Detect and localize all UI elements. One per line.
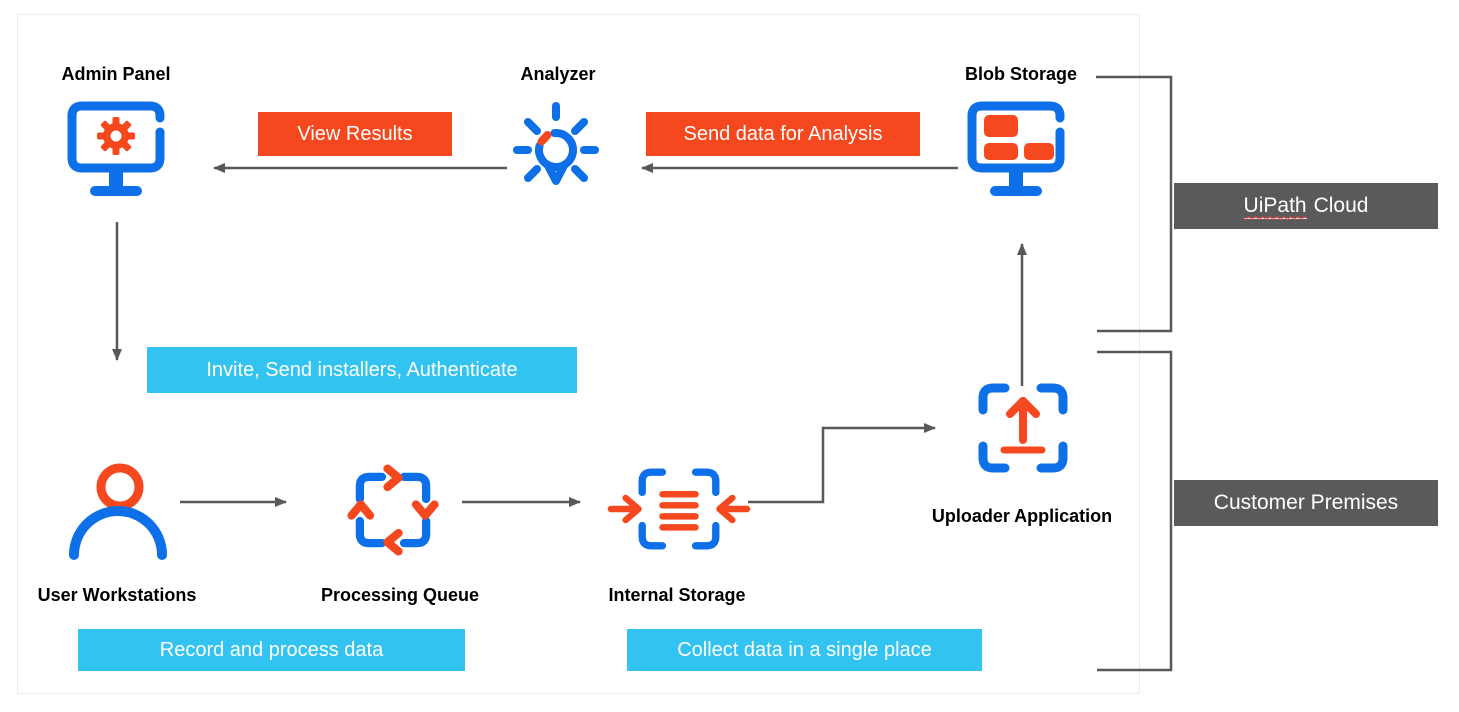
node-label-user-workstations: User Workstations xyxy=(37,585,197,605)
zone-label-customer-premises: Customer Premises xyxy=(1174,480,1438,526)
node-label-admin-panel: Admin Panel xyxy=(61,64,171,84)
upload-arrow-glyph xyxy=(1000,397,1046,454)
node-label-analyzer: Analyzer xyxy=(520,64,596,84)
node-label-blob-storage: Blob Storage xyxy=(964,64,1077,84)
blocks-glyph xyxy=(984,115,1054,160)
bracket-uipath-cloud xyxy=(1096,75,1173,333)
monitor-gear-icon xyxy=(64,101,168,202)
stack-lines-glyph xyxy=(659,491,699,531)
bracket-customer-premises xyxy=(1097,350,1173,672)
zone-label-uipath-cloud: UiPath Cloud xyxy=(1174,183,1438,229)
node-label-uploader-application: Uploader Application xyxy=(931,506,1113,526)
node-label-internal-storage: Internal Storage xyxy=(608,585,746,605)
cycle-arrows-icon xyxy=(345,464,441,556)
lightbulb-icon xyxy=(500,96,612,200)
arrow-internal-storage-to-uploader xyxy=(748,423,936,504)
tag-view-results: View Results xyxy=(258,112,452,156)
inward-arrows-glyph xyxy=(607,494,751,524)
person-icon xyxy=(60,452,190,562)
tag-collect-data-in-a-single-place: Collect data in a single place xyxy=(627,629,982,671)
stack-inward-arrows-icon xyxy=(605,463,753,555)
tag-invite-send-installers-authenticate: Invite, Send installers, Authenticate xyxy=(147,347,577,393)
tag-record-and-process-data: Record and process data xyxy=(78,629,465,671)
tag-send-data-for-analysis: Send data for Analysis xyxy=(646,112,920,156)
upload-brackets-icon xyxy=(970,383,1076,473)
monitor-blocks-icon xyxy=(964,101,1068,202)
node-label-processing-queue: Processing Queue xyxy=(320,585,480,605)
